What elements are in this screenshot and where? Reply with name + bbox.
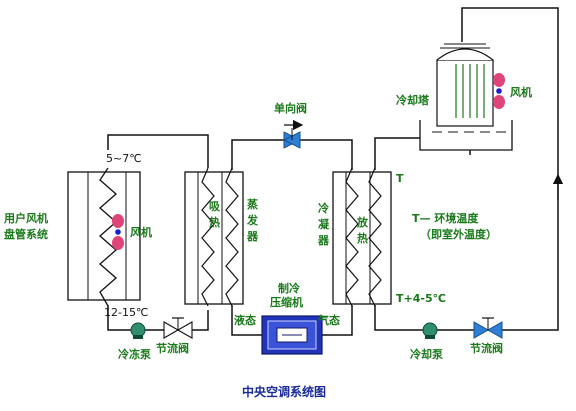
temp-t-plus-label: T+4-5℃ [396, 292, 446, 305]
evaporator-absorb-label: 吸 热 [209, 200, 224, 229]
cooling-tower-icon [419, 43, 513, 151]
cooling-water-pump-icon [422, 322, 438, 339]
user-coil-label-line2: 盘管系统 [4, 227, 48, 241]
cond-name-char2: 凝 [318, 217, 330, 231]
chilled-water-supply-pipe [107, 134, 209, 168]
evaporator-coil-zigzag [201, 167, 215, 307]
check-valve-label: 单向阀 [274, 101, 307, 115]
user-coil-label-line1: 用户风机 [4, 211, 48, 225]
throttle-valve-right-icon [473, 317, 503, 339]
cond-release-char1: 放 [356, 215, 369, 229]
compressor-label-line2: 压缩机 [270, 295, 303, 309]
user-coil-zigzag [99, 167, 117, 307]
liquid-state-label: 液态 [234, 313, 256, 327]
temp-t-label: T [396, 172, 404, 185]
condenser-release-label: 放 热 [356, 215, 372, 245]
gas-state-label: 气态 [317, 313, 340, 327]
cond-name-char3: 器 [317, 234, 330, 247]
diagram-title: 中央空调系统图 [242, 384, 326, 399]
refrigerant-gas-pipe [322, 305, 353, 336]
throttle-right-label: 节流阀 [470, 341, 503, 355]
evaporator [184, 167, 244, 307]
fan-left-label: 风机 [130, 225, 152, 239]
chilled-pump-label: 冷冻泵 [118, 347, 151, 361]
throttle-left-label: 节流阀 [156, 341, 189, 355]
compressor-label-line1: 制冷 [278, 281, 300, 295]
cond-release-char2: 热 [357, 231, 368, 245]
temp-supply-label: 5~7℃ [106, 152, 142, 165]
cooling-pump-label: 冷却泵 [410, 347, 443, 361]
legend-line2: （即室外温度） [420, 227, 497, 241]
compressor-icon [261, 315, 323, 355]
evap-name-char3: 器 [246, 230, 259, 243]
user-fan-coil-unit [67, 167, 141, 307]
fan-icon-right [493, 73, 505, 109]
evap-name-char1: 蒸 [247, 197, 258, 211]
fan-right-label: 风机 [510, 85, 532, 99]
condenser-coil-zigzag [345, 167, 359, 307]
cond-name-char1: 冷 [318, 201, 329, 215]
evap-name-char2: 发 [246, 213, 259, 227]
evap-absorb-char2: 热 [209, 215, 220, 229]
legend-line1: T— 环境温度 [412, 211, 479, 225]
condenser [332, 167, 392, 307]
chilled-water-pump-icon [130, 322, 146, 339]
throttle-valve-left-icon [163, 317, 193, 339]
cooling-return-pipe [374, 7, 559, 331]
cooling-tower-label: 冷却塔 [396, 93, 430, 107]
evap-absorb-char1: 吸 [209, 200, 221, 213]
evaporator-name-label: 蒸 发 器 [246, 197, 262, 243]
check-valve-icon [282, 128, 302, 149]
condenser-name-label: 冷 凝 器 [317, 201, 333, 247]
fan-icon-left [112, 214, 124, 250]
chilled-water-return-pipe [107, 305, 209, 331]
temp-return-label: 12-15℃ [104, 306, 148, 319]
refrigerant-liquid-pipe [231, 305, 262, 336]
